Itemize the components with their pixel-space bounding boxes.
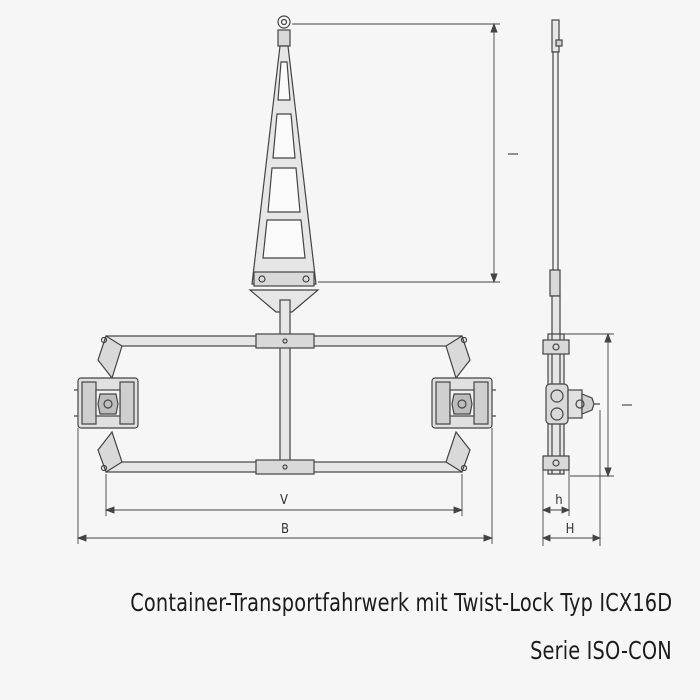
dimension-side-height (564, 332, 614, 478)
label-total-width: B (281, 522, 289, 537)
caption-subtitle: Serie ISO-CON (530, 636, 672, 665)
chassis-frame (97, 299, 471, 475)
label-inner-width: V (280, 493, 288, 508)
label-depth-total: H (566, 522, 575, 537)
technical-drawing: l l V B h H (74, 15, 633, 546)
dimension-height (292, 22, 500, 284)
caption-title: Container-Transportfahrwerk mit Twist-Lo… (129, 588, 672, 617)
drawbar (248, 15, 320, 313)
twist-lock-left (74, 377, 139, 429)
label-depth-small: h (555, 493, 562, 508)
label-height: l (504, 152, 519, 155)
dimension-depths (541, 410, 602, 546)
label-side-height: l (618, 403, 633, 406)
side-view (542, 19, 600, 475)
twist-lock-right (431, 377, 496, 429)
dimension-widths (76, 428, 494, 544)
